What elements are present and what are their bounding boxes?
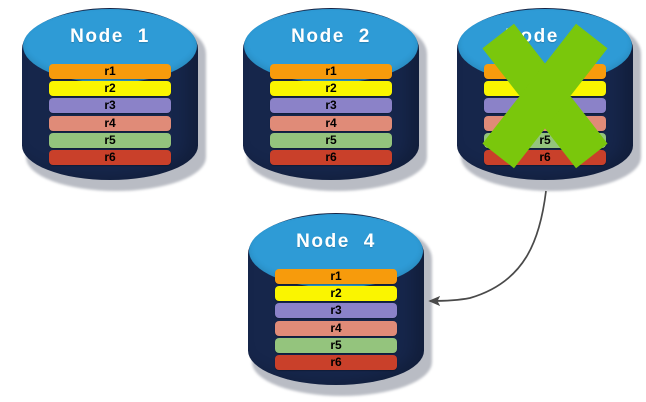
node-label: Node 3: [505, 26, 585, 47]
data-row[interactable]: r1: [270, 64, 392, 79]
data-row[interactable]: r6: [270, 149, 392, 165]
data-row[interactable]: r5: [275, 337, 397, 353]
data-row[interactable]: r2: [270, 81, 392, 97]
data-row[interactable]: r2: [484, 81, 606, 97]
data-row[interactable]: r5: [484, 132, 606, 148]
row-stack: r1 r2 r3 r4 r5 r6: [270, 64, 392, 167]
row-stack: r1 r2 r3 r4 r5 r6: [484, 64, 606, 167]
arrow-line: [428, 190, 547, 307]
data-row[interactable]: r6: [484, 149, 606, 165]
node-cylinder-3[interactable]: Node 3 r1 r2 r3 r4 r5 r6: [457, 8, 641, 192]
data-row[interactable]: r1: [49, 64, 171, 79]
node-cylinder-2[interactable]: Node 2 r1 r2 r3 r4 r5 r6: [243, 8, 427, 192]
data-row[interactable]: r3: [275, 303, 397, 319]
data-row[interactable]: r3: [484, 98, 606, 114]
data-row[interactable]: r5: [270, 132, 392, 148]
data-row[interactable]: r4: [49, 115, 171, 131]
data-row[interactable]: r3: [49, 98, 171, 114]
row-stack: r1 r2 r3 r4 r5 r6: [275, 269, 397, 372]
data-row[interactable]: r2: [275, 286, 397, 302]
node-label: Node 4: [296, 231, 376, 252]
data-row[interactable]: r1: [484, 64, 606, 79]
data-row[interactable]: r2: [49, 81, 171, 97]
data-row[interactable]: r6: [49, 149, 171, 165]
node-cylinder-1[interactable]: Node 1 r1 r2 r3 r4 r5 r6: [22, 8, 206, 192]
row-stack: r1 r2 r3 r4 r5 r6: [49, 64, 171, 167]
data-row[interactable]: r5: [49, 132, 171, 148]
data-row[interactable]: r3: [270, 98, 392, 114]
node-label: Node 2: [291, 26, 371, 47]
node-label: Node 1: [70, 26, 150, 47]
data-row[interactable]: r6: [275, 354, 397, 370]
data-row[interactable]: r4: [275, 320, 397, 336]
data-row[interactable]: r1: [275, 269, 397, 284]
data-row[interactable]: r4: [484, 115, 606, 131]
data-row[interactable]: r4: [270, 115, 392, 131]
node-cylinder-4[interactable]: Node 4 r1 r2 r3 r4 r5 r6: [248, 213, 432, 397]
